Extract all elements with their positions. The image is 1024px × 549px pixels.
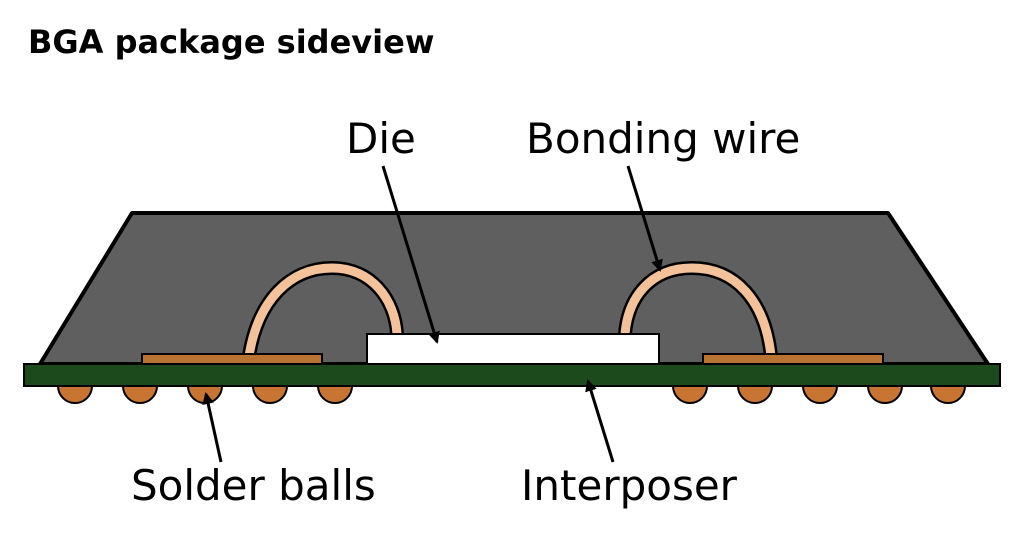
die (366, 333, 660, 365)
die-arrow (381, 165, 440, 344)
solder-ball (671, 385, 709, 404)
pad-left (141, 353, 323, 365)
solder-balls (56, 385, 967, 404)
solder-balls-arrow (202, 392, 223, 463)
solder-ball (866, 385, 904, 404)
solder-ball (56, 385, 94, 404)
die-label: Die (346, 114, 416, 163)
interposer-label: Interposer (521, 461, 738, 510)
interposer (23, 363, 1001, 387)
solder-ball (929, 385, 967, 404)
diagram-title: BGA package sideview (28, 23, 435, 61)
solder-ball (316, 385, 354, 404)
solder-balls-label: Solder balls (131, 461, 376, 510)
pad-right (702, 353, 884, 365)
solder-ball (251, 385, 289, 404)
bonding-wire-right (618, 260, 778, 357)
solder-ball (801, 385, 839, 404)
bonding-wire-label: Bonding wire (526, 114, 800, 163)
solder-ball (121, 385, 159, 404)
interposer-arrow (585, 379, 615, 463)
solder-ball (736, 385, 774, 404)
bonding-wire-left (242, 260, 404, 358)
bonding-wire-arrow (626, 165, 663, 272)
